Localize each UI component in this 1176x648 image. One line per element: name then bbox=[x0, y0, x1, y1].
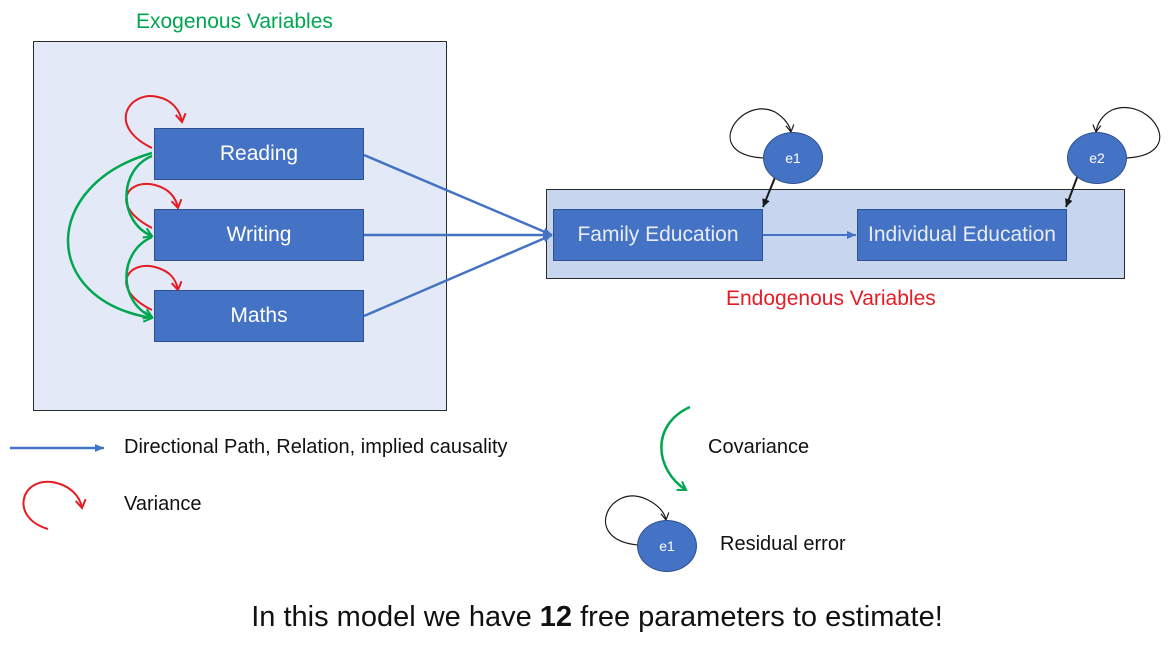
node-writing-label: Writing bbox=[226, 223, 292, 247]
node-writing: Writing bbox=[154, 209, 364, 261]
node-reading-label: Reading bbox=[219, 142, 299, 166]
legend-covariance-label: Covariance bbox=[708, 436, 810, 458]
legend-variance-symbol bbox=[22, 480, 87, 530]
legend-variance-label: Variance bbox=[124, 493, 202, 515]
node-family-education: Family Education bbox=[553, 209, 763, 261]
node-maths-label: Maths bbox=[230, 304, 288, 328]
legend-covariance-symbol bbox=[660, 405, 691, 492]
legend-path-label: Directional Path, Relation, implied caus… bbox=[124, 436, 508, 458]
footer-count: 12 bbox=[539, 601, 573, 633]
endogenous-title: Endogenous Variables bbox=[726, 287, 936, 310]
exogenous-title: Exogenous Variables bbox=[136, 10, 333, 33]
footer-statement: In this model we have 12 free parameters… bbox=[0, 601, 1176, 634]
legend-error-node: e1 bbox=[637, 520, 697, 572]
error-node-e1-label: e1 bbox=[785, 150, 801, 166]
node-individual-education-label: Individual Education bbox=[868, 223, 1056, 247]
node-reading: Reading bbox=[154, 128, 364, 180]
error-node-e2-label: e2 bbox=[1089, 150, 1105, 166]
footer-suffix: free parameters to estimate! bbox=[572, 601, 943, 633]
error-node-e2: e2 bbox=[1067, 132, 1127, 184]
footer-prefix: In this model we have bbox=[251, 601, 540, 633]
node-family-education-label: Family Education bbox=[577, 223, 739, 247]
legend-error-node-label: e1 bbox=[659, 538, 675, 554]
node-maths: Maths bbox=[154, 290, 364, 342]
legend-residual-error-label: Residual error bbox=[720, 533, 846, 555]
node-individual-education: Individual Education bbox=[857, 209, 1067, 261]
error-node-e1: e1 bbox=[763, 132, 823, 184]
